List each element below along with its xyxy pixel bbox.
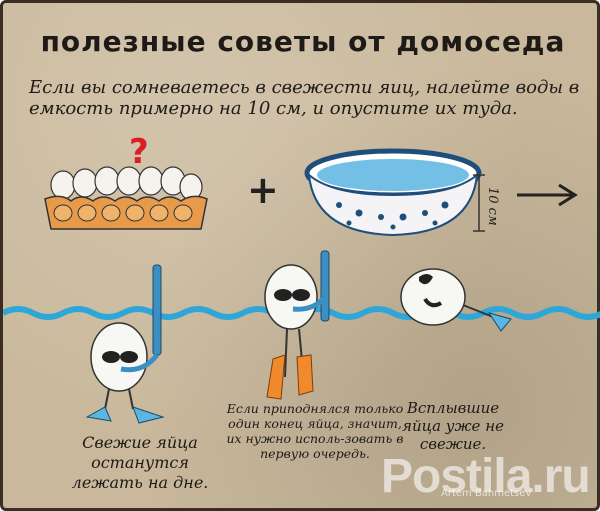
caption-semi: Если приподнялся только один конец яйца,… (226, 401, 404, 461)
watermark-sub: Artem Bahmetsev (441, 488, 532, 499)
arrow-right-icon (517, 183, 578, 207)
egg-tray-icon: ? (44, 133, 208, 230)
fresh-egg-icon (85, 264, 165, 424)
page-title: полезные советы от домоседа (40, 25, 566, 58)
stale-egg-icon (400, 268, 512, 332)
intro-text: Если вы сомневаетесь в свежести яиц, нал… (29, 77, 580, 119)
plus-icon: + (247, 171, 279, 211)
caption-fresh: Свежие яйца останутся лежать на дне. (71, 433, 209, 492)
question-mark: ? (129, 133, 149, 172)
plus-sign: + (247, 171, 279, 211)
semi-fresh-egg-icon (264, 250, 330, 400)
water-bowl-icon: 10 см (304, 148, 500, 237)
bowl-depth-label: 10 см (485, 187, 500, 226)
caption-stale: Всплывшие яйца уже не свежие. (402, 399, 504, 453)
watermark: Postila.ru (381, 450, 591, 503)
